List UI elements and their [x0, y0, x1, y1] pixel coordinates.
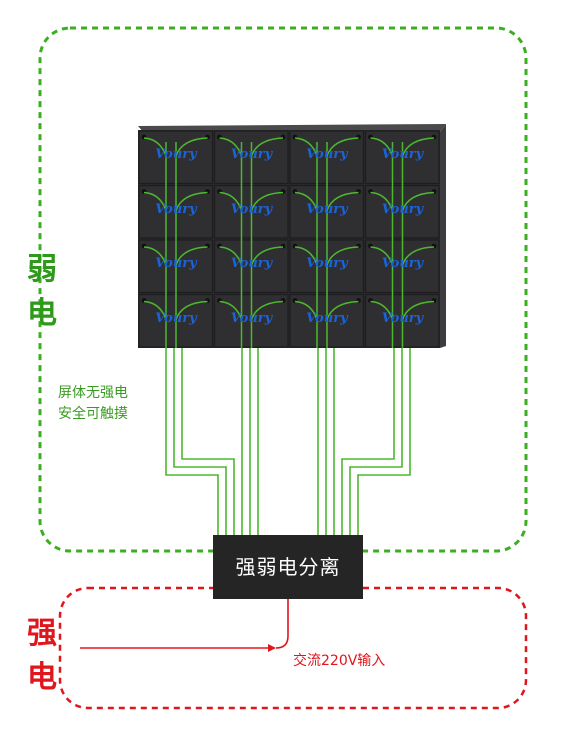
panel-brand-label: Voury	[155, 310, 197, 326]
signal-cable	[173, 348, 227, 535]
strong-current-label: 强 电	[25, 612, 59, 700]
strong-label-char-1: 强	[27, 616, 57, 651]
panel-brand-label: Voury	[306, 201, 348, 217]
panel-cable-branch-right	[250, 300, 284, 320]
signal-cable	[341, 348, 395, 535]
panel-brand-label: Voury	[381, 147, 424, 162]
separator-box-label: 强弱电分离	[235, 555, 341, 579]
panel-cable-branch-left	[219, 137, 243, 157]
panel-cable-branch-left	[294, 300, 318, 320]
panel-cable-branch-right	[175, 137, 208, 157]
panel-cable-branch-left	[294, 191, 318, 211]
panel-cable-branch-right	[326, 246, 359, 266]
led-screen	[138, 124, 446, 348]
panel-cables	[143, 137, 435, 348]
weak-current-label: 弱 电	[25, 248, 59, 336]
signal-cable	[357, 348, 411, 535]
panel-cable-branch-right	[250, 191, 284, 211]
panel-cable-branch-left	[370, 137, 394, 157]
signal-cable	[165, 348, 219, 535]
strong-current-zone-border	[58, 586, 528, 710]
panel-cable-branch-left	[143, 300, 167, 320]
panel-cable-branch-left	[219, 191, 243, 211]
arrow-head	[268, 644, 276, 652]
panel-cable-branch-right	[401, 300, 435, 320]
down-cables	[165, 348, 411, 535]
panel-cable-branch-right	[175, 300, 208, 320]
panel-brand-label: Voury	[306, 256, 348, 271]
panel-cable-branch-right	[401, 246, 435, 266]
panel-cable-branch-right	[175, 191, 208, 211]
safety-note: 屏体无强电 安全可触摸	[58, 383, 128, 425]
panel-brand-label: Voury	[155, 256, 197, 271]
screen-right-bevel	[440, 124, 446, 348]
input-riser-line	[275, 599, 289, 649]
power-input-label: 交流220V输入	[293, 653, 386, 669]
panel-cable-branch-right	[401, 137, 435, 157]
signal-cable	[349, 348, 403, 535]
panel-brand-label: Voury	[230, 201, 273, 217]
panel-cable-branch-left	[294, 246, 318, 266]
panel-cable-branch-left	[370, 191, 394, 211]
panel-brand-label: Voury	[381, 310, 424, 326]
panel-cable-branch-left	[143, 246, 167, 266]
panel-cable-branch-left	[143, 191, 167, 211]
safety-note-line-2: 安全可触摸	[58, 406, 128, 422]
panel-cable-branch-left	[219, 300, 243, 320]
power-input-arrow	[80, 599, 289, 652]
weak-label-char-2: 电	[27, 296, 57, 331]
panel-cable-branch-right	[250, 137, 284, 157]
panel-cable-branch-left	[294, 137, 318, 157]
panel-cable-branch-left	[370, 300, 394, 320]
strong-label-char-2: 电	[27, 660, 57, 695]
panel-brand-label: Voury	[306, 310, 348, 326]
panel-cable-branch-right	[250, 246, 284, 266]
weak-current-zone-border	[38, 26, 528, 553]
safety-note-line-1: 屏体无强电	[58, 385, 128, 401]
panel-brand-label: Voury	[381, 201, 424, 217]
panel-brand-label: Voury	[230, 147, 273, 162]
panel-cable-branch-right	[326, 300, 359, 320]
panel-cable-branch-right	[326, 137, 359, 157]
signal-cable	[181, 348, 235, 535]
panel-cable-branch-left	[219, 246, 243, 266]
panel-brand-label: Voury	[155, 147, 197, 162]
panel-brand-label: Voury	[230, 256, 273, 271]
separator-box	[213, 535, 363, 599]
weak-label-char-1: 弱	[27, 252, 57, 287]
panel-brand-label: Voury	[230, 310, 273, 326]
panel-cable-branch-right	[401, 191, 435, 211]
panel-cable-branch-left	[370, 246, 394, 266]
panel-brand-label: Voury	[155, 201, 197, 217]
panel-cable-branch-left	[143, 137, 167, 157]
panel-brand-label: Voury	[381, 256, 424, 271]
panel-cable-branch-right	[175, 246, 208, 266]
panel-cable-branch-right	[326, 191, 359, 211]
panel-brand-label: Voury	[306, 147, 348, 162]
